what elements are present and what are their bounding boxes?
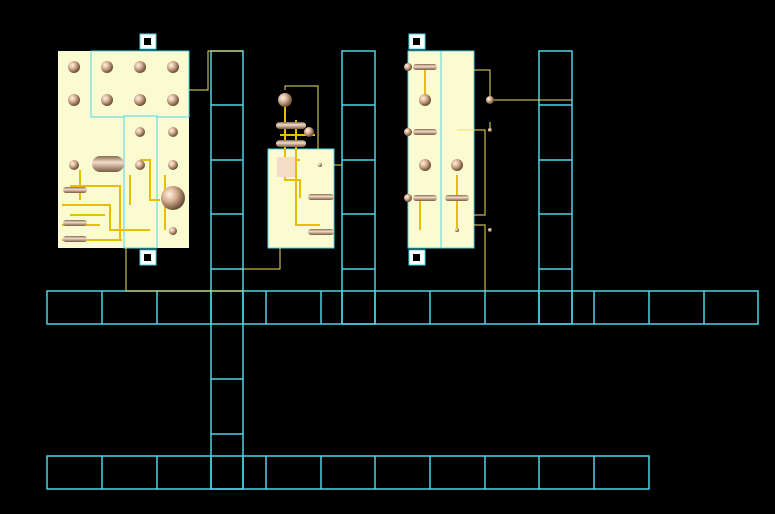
sphere-vessel-icon	[488, 228, 492, 232]
equipment-module-c[interactable]	[404, 33, 572, 291]
equipment-module-a[interactable]	[58, 33, 243, 292]
horizontal-drum-icon	[413, 195, 437, 201]
sphere-vessel-icon	[168, 127, 178, 137]
sphere-vessel-icon	[167, 61, 179, 73]
horizontal-drum-icon	[92, 156, 124, 172]
sphere-vessel-icon	[101, 61, 113, 73]
equipment-module-b[interactable]	[243, 85, 342, 270]
pipe-rack-lower	[46, 455, 650, 490]
sphere-vessel-icon	[69, 160, 79, 170]
horizontal-drum-icon	[308, 194, 334, 200]
horizontal-drum-icon	[63, 220, 87, 226]
horizontal-drum-icon	[308, 229, 334, 235]
sphere-vessel-icon	[404, 194, 412, 202]
sphere-vessel-icon	[134, 61, 146, 73]
horizontal-drum-icon	[413, 64, 437, 70]
sphere-vessel-icon	[304, 127, 314, 137]
sphere-vessel-icon	[404, 63, 412, 71]
horizontal-drum-icon	[276, 140, 306, 147]
sphere-vessel-icon	[419, 159, 431, 171]
sphere-vessel-icon	[278, 93, 292, 107]
sphere-vessel-icon	[451, 159, 463, 171]
vessel-block	[277, 157, 295, 177]
sphere-vessel-icon	[135, 127, 145, 137]
sphere-vessel-icon	[135, 160, 145, 170]
sphere-vessel-icon	[488, 128, 492, 132]
horizontal-drum-icon	[445, 195, 469, 201]
sphere-vessel-icon	[404, 128, 412, 136]
sphere-vessel-icon	[318, 163, 322, 167]
horizontal-drum-icon	[63, 187, 87, 193]
sphere-vessel-icon	[419, 94, 431, 106]
pipe-rack-vertical-1	[210, 50, 244, 490]
horizontal-drum-icon	[276, 122, 306, 129]
sphere-vessel-icon	[486, 96, 494, 104]
sphere-vessel-icon	[68, 94, 80, 106]
pipe-rack-upper	[46, 290, 759, 325]
horizontal-drum-icon	[63, 236, 87, 242]
horizontal-drum-icon	[413, 129, 437, 135]
sphere-vessel-icon	[169, 227, 177, 235]
sphere-vessel-icon	[161, 186, 185, 210]
sphere-vessel-icon	[68, 61, 80, 73]
pipe-rack-vertical-3	[538, 50, 573, 325]
pipe-rack-vertical-2	[341, 50, 376, 325]
sphere-vessel-icon	[101, 94, 113, 106]
sphere-vessel-icon	[168, 160, 178, 170]
sphere-vessel-icon	[167, 94, 179, 106]
sphere-vessel-icon	[134, 94, 146, 106]
sphere-vessel-icon	[455, 228, 459, 232]
